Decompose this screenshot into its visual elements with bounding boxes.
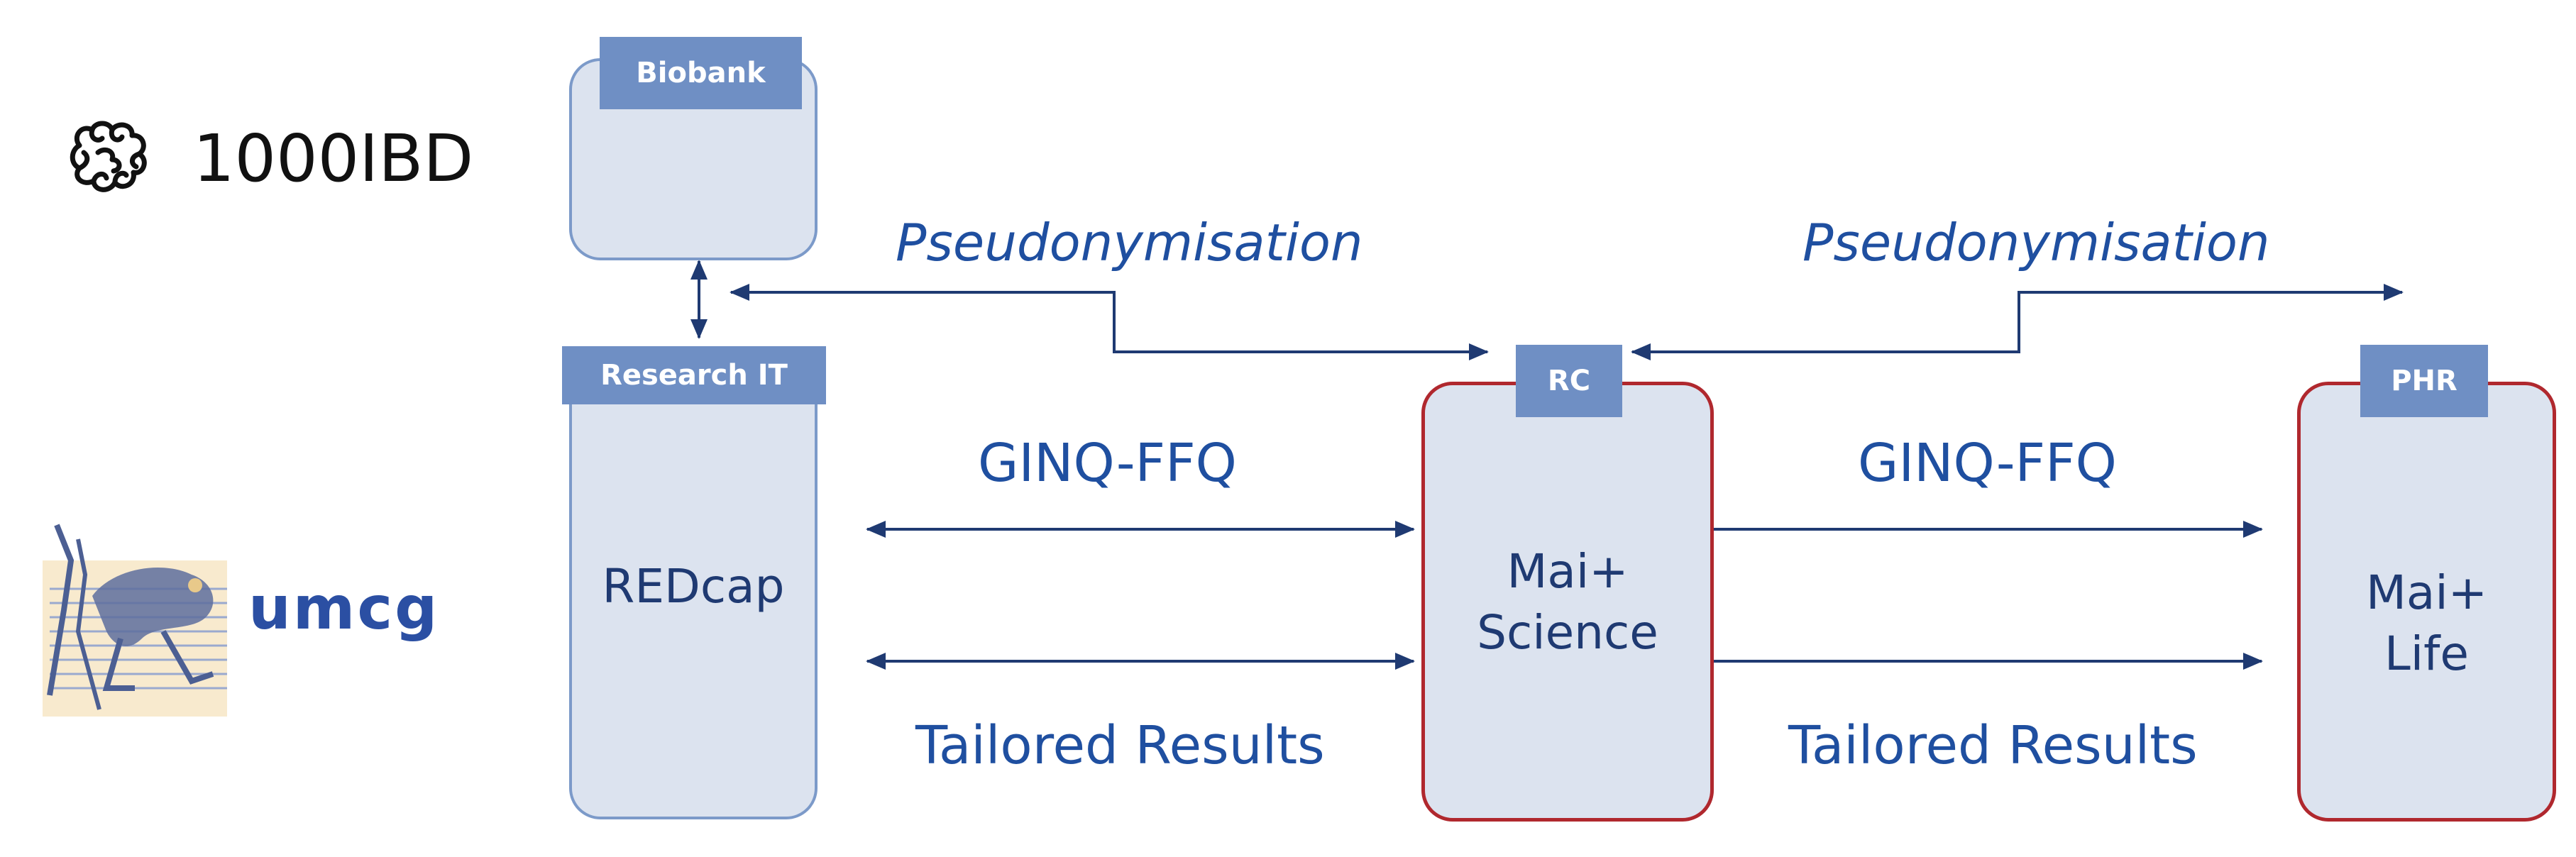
phr-tag: PHR [2360,345,2488,417]
mai-life-label: Mai+ Life [2301,563,2553,685]
biobank-tag: Biobank [600,37,802,109]
mai-life-line1: Mai+ [2365,565,2488,620]
rc-tag: RC [1516,345,1622,417]
pseudo-right-arrow [1631,284,2404,360]
mai-life-line2: Life [2384,626,2469,681]
pseudonymisation-left-label: Pseudonymisation [896,213,1363,272]
tailored-results-right-label: Tailored Results [1788,715,2198,776]
mai-science-line1: Mai+ [1507,544,1629,599]
ginq-ffq-left-label: GINQ-FFQ [978,433,1237,494]
phr-box: Mai+ Life [2297,382,2556,822]
umcg-frog-logo-icon [43,524,227,717]
pseudonymisation-right-label: Pseudonymisation [1802,213,2270,272]
pseudo-left-arrow [730,284,1489,360]
ginq-ffq-right-label: GINQ-FFQ [1858,433,2117,494]
mai-science-line2: Science [1477,605,1658,660]
rc-box: Mai+ Science [1421,382,1714,822]
tailored-results-left-label: Tailored Results [915,715,1325,776]
redcap-label: REDcap [602,559,785,614]
mai-science-label: Mai+ Science [1425,541,1710,663]
umcg-logo-text: umcg [248,573,440,643]
research-it-tag: Research IT [562,346,826,404]
ibd-logo-text: 1000IBD [193,121,474,197]
brain-logo-icon [70,121,147,192]
research-it-box: REDcap [569,355,818,819]
